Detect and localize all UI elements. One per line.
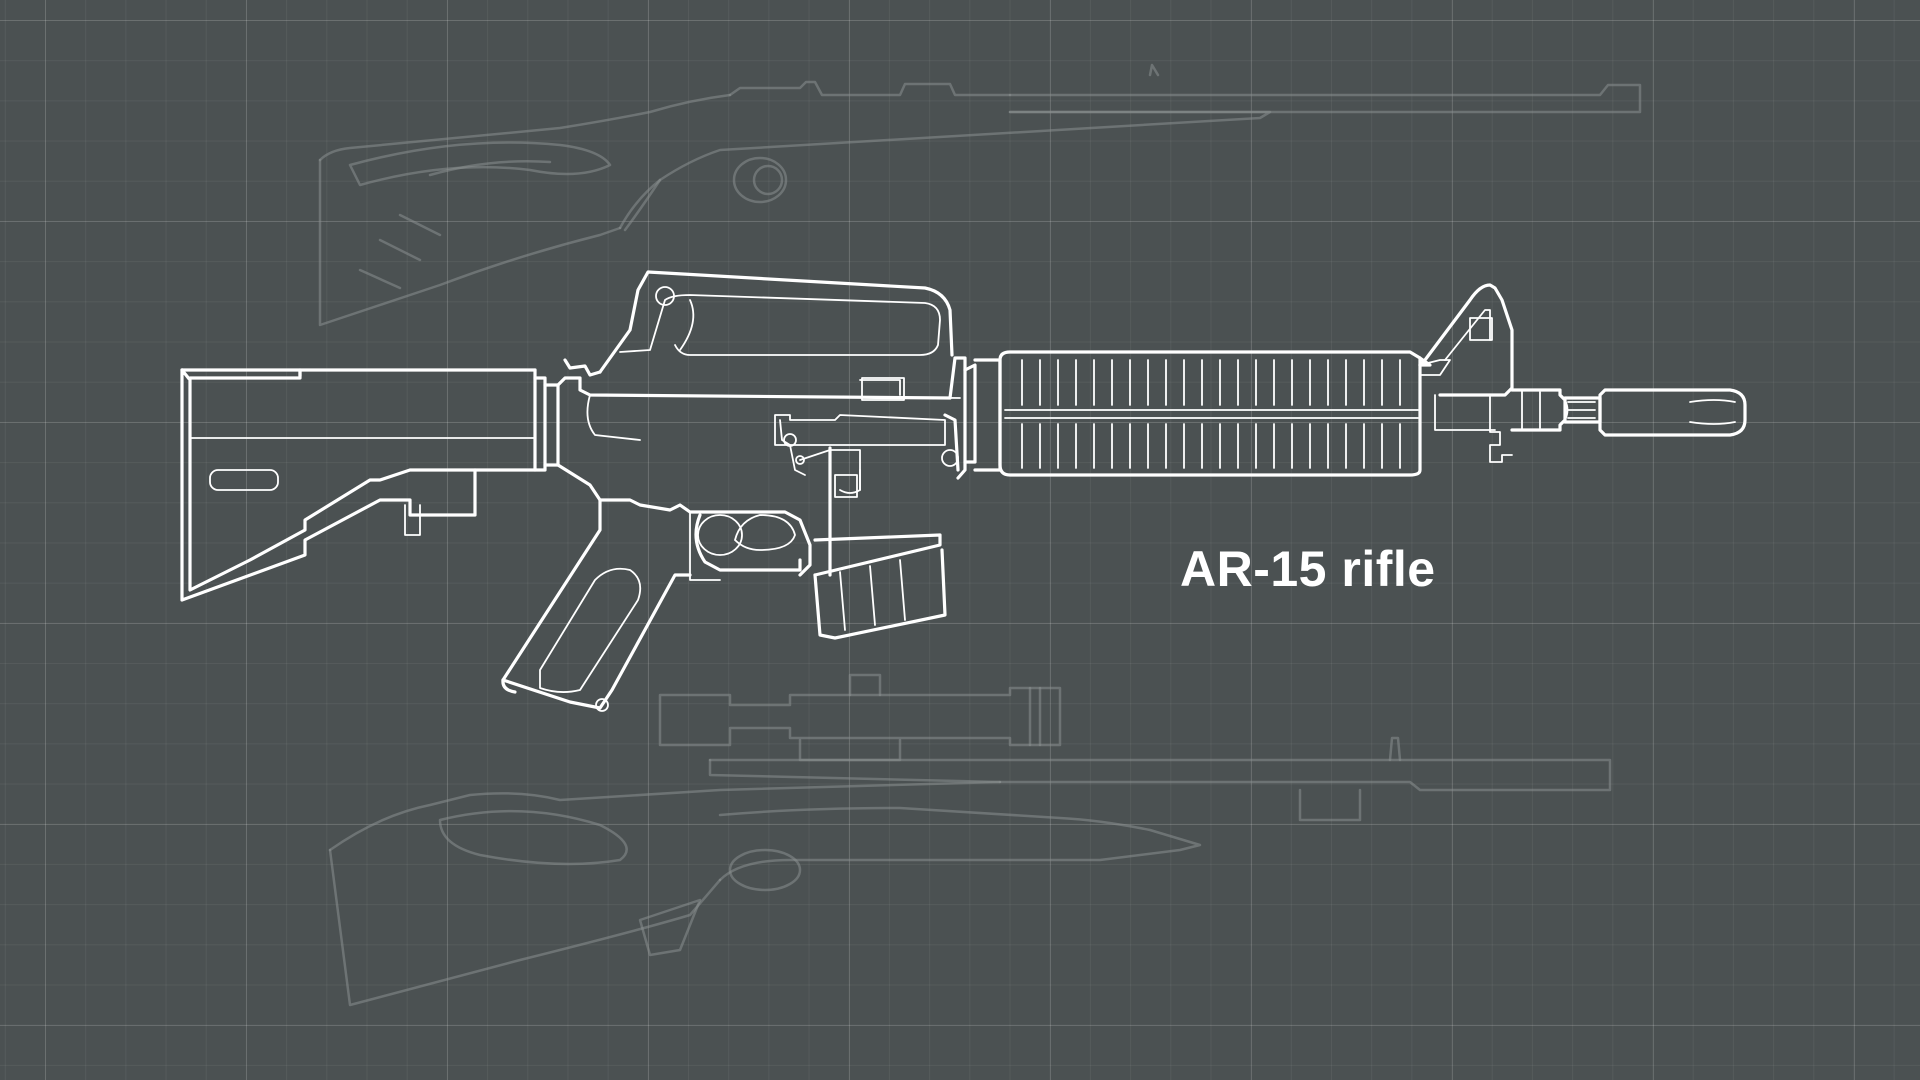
rifle-caption: AR-15 rifle bbox=[1180, 541, 1436, 597]
handguard-ribs-top bbox=[1021, 359, 1401, 469]
